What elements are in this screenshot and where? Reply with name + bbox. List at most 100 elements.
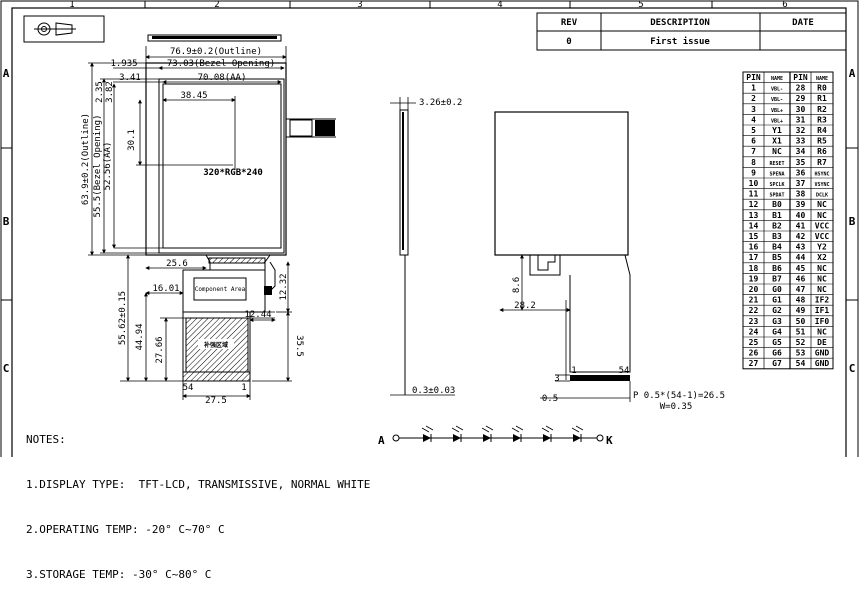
back-dim: 8.6 bbox=[512, 277, 522, 293]
pin-number: 24 bbox=[749, 327, 759, 336]
note-storage-temp: 3.STORAGE TEMP: -30° C~80° C bbox=[26, 568, 212, 581]
row-letter: C bbox=[3, 362, 10, 375]
pin-number: 5 bbox=[751, 126, 756, 135]
offset-dim: 3.82 bbox=[105, 81, 115, 103]
pin-name: VBL- bbox=[771, 87, 783, 93]
pin-number: 4 bbox=[751, 115, 756, 124]
fpc-length-dim: 44.94 bbox=[135, 323, 145, 350]
row-letter: A bbox=[3, 67, 10, 80]
offset-dim: 30.1 bbox=[127, 129, 137, 151]
note-operating-temp: 2.OPERATING TEMP: -20° C~70° C bbox=[26, 523, 225, 536]
pin-name: DE bbox=[817, 338, 827, 347]
pin-name: IF1 bbox=[815, 306, 830, 315]
pin-number: 1 bbox=[751, 84, 756, 93]
pin-number: 21 bbox=[749, 296, 759, 305]
revision-table: REV DESCRIPTION DATE 0 First issue bbox=[536, 12, 847, 51]
col-number: 6 bbox=[782, 0, 787, 10]
description-header: DESCRIPTION bbox=[650, 18, 710, 28]
pin-number: 10 bbox=[749, 179, 759, 188]
pin-name: NC bbox=[817, 264, 827, 273]
pin-name: B5 bbox=[772, 253, 782, 262]
pin-name: VBL+ bbox=[771, 108, 783, 114]
col-number: 2 bbox=[214, 0, 219, 10]
col-number: 4 bbox=[497, 0, 502, 10]
pin-name: G5 bbox=[772, 338, 782, 347]
pin-name: DCLK bbox=[816, 193, 828, 199]
module-outline bbox=[145, 62, 287, 256]
pin-name: R6 bbox=[817, 147, 827, 156]
module-thickness-dim: 3.26±0.2 bbox=[419, 98, 462, 108]
pin-number: 12 bbox=[749, 200, 759, 209]
pin-number: 50 bbox=[796, 317, 806, 326]
pin-number: 33 bbox=[796, 137, 806, 146]
offset-dim: 38.45 bbox=[180, 91, 207, 101]
fpc-length-dim: 35.5 bbox=[294, 335, 304, 357]
pin-name: NC bbox=[817, 211, 827, 220]
anode-label: A bbox=[378, 434, 385, 447]
stiffener-length-dim: 27.66 bbox=[155, 336, 165, 363]
row-letter: B bbox=[849, 215, 856, 228]
pin-name: VCC bbox=[815, 232, 830, 241]
pin-name: G6 bbox=[772, 349, 782, 358]
pin-name: NC bbox=[817, 285, 827, 294]
pin-table-header: NAME bbox=[771, 76, 783, 82]
col-number: 5 bbox=[638, 0, 643, 10]
component-area-label: Component Area bbox=[195, 286, 246, 293]
pin-name: R7 bbox=[817, 158, 827, 167]
component-area bbox=[193, 277, 247, 301]
pin-number: 26 bbox=[749, 349, 759, 358]
front-view: 320*RGB*240 Component Area 补强区域 76. bbox=[81, 34, 336, 406]
pin-name: R4 bbox=[817, 126, 827, 135]
pin-number: 38 bbox=[796, 190, 806, 199]
pin-name: VBL- bbox=[771, 97, 783, 103]
drawing-sheet: 1 2 3 4 5 6 A B C A B C REV DESCRIPTION … bbox=[0, 0, 859, 457]
pin-number: 49 bbox=[796, 306, 806, 315]
offset-dim: 3.41 bbox=[119, 73, 141, 83]
col-number: 3 bbox=[357, 0, 362, 10]
led-chain bbox=[421, 425, 584, 442]
stiffener-label: 补强区域 bbox=[203, 341, 228, 349]
pin-number: 53 bbox=[796, 349, 806, 358]
offset-dim: 1.935 bbox=[110, 59, 137, 69]
pin-number: 32 bbox=[796, 126, 806, 135]
pin-1-label: 1 bbox=[571, 366, 576, 376]
pin-name: G7 bbox=[772, 359, 782, 368]
bezel-height-dim: 55.5(Bezel Opening) bbox=[93, 115, 103, 218]
notes-title: NOTES: bbox=[26, 433, 66, 446]
pin-name: B0 bbox=[772, 200, 782, 209]
pin-number: 30 bbox=[796, 105, 806, 114]
pin-number: 19 bbox=[749, 274, 759, 283]
pin-number: 34 bbox=[796, 147, 806, 156]
pin-name: HSYNC bbox=[814, 171, 829, 177]
pin-number: 37 bbox=[796, 179, 806, 188]
pin-number: 23 bbox=[749, 317, 759, 326]
pin-number: 16 bbox=[749, 243, 759, 252]
back-dim: 3 bbox=[554, 374, 559, 384]
pin-name: NC bbox=[817, 200, 827, 209]
fpc-thickness-dim: 0.3±0.03 bbox=[412, 386, 455, 396]
row-letter: A bbox=[849, 67, 856, 80]
pin-number: 25 bbox=[749, 338, 759, 347]
row-letter: C bbox=[849, 362, 856, 375]
row-letters: A B C A B C bbox=[3, 67, 856, 375]
bezel-width-dim: 73.03(Bezel Opening) bbox=[167, 59, 275, 69]
pin-pitch-dim: P 0.5*(54-1)=26.5 bbox=[633, 391, 725, 401]
cathode-label: K bbox=[606, 434, 613, 447]
pin-table-header: PIN bbox=[793, 73, 808, 82]
pin-number: 20 bbox=[749, 285, 759, 294]
drawing-frame bbox=[0, 0, 859, 457]
pin-number: 18 bbox=[749, 264, 759, 273]
pin-number: 11 bbox=[749, 190, 759, 199]
pin-number: 22 bbox=[749, 306, 759, 315]
pin-name: GND bbox=[815, 349, 830, 358]
active-area bbox=[162, 83, 282, 249]
pin-number: 41 bbox=[796, 221, 806, 230]
outline-width-dim: 76.9±0.2(Outline) bbox=[170, 47, 262, 57]
pin-name: G0 bbox=[772, 285, 782, 294]
pin-number: 15 bbox=[749, 232, 759, 241]
pin-name: IF2 bbox=[815, 296, 830, 305]
aa-height-dim: 52.56(AA) bbox=[103, 142, 113, 191]
pin-name: VSYNC bbox=[814, 182, 829, 188]
pin-name: G1 bbox=[772, 296, 782, 305]
